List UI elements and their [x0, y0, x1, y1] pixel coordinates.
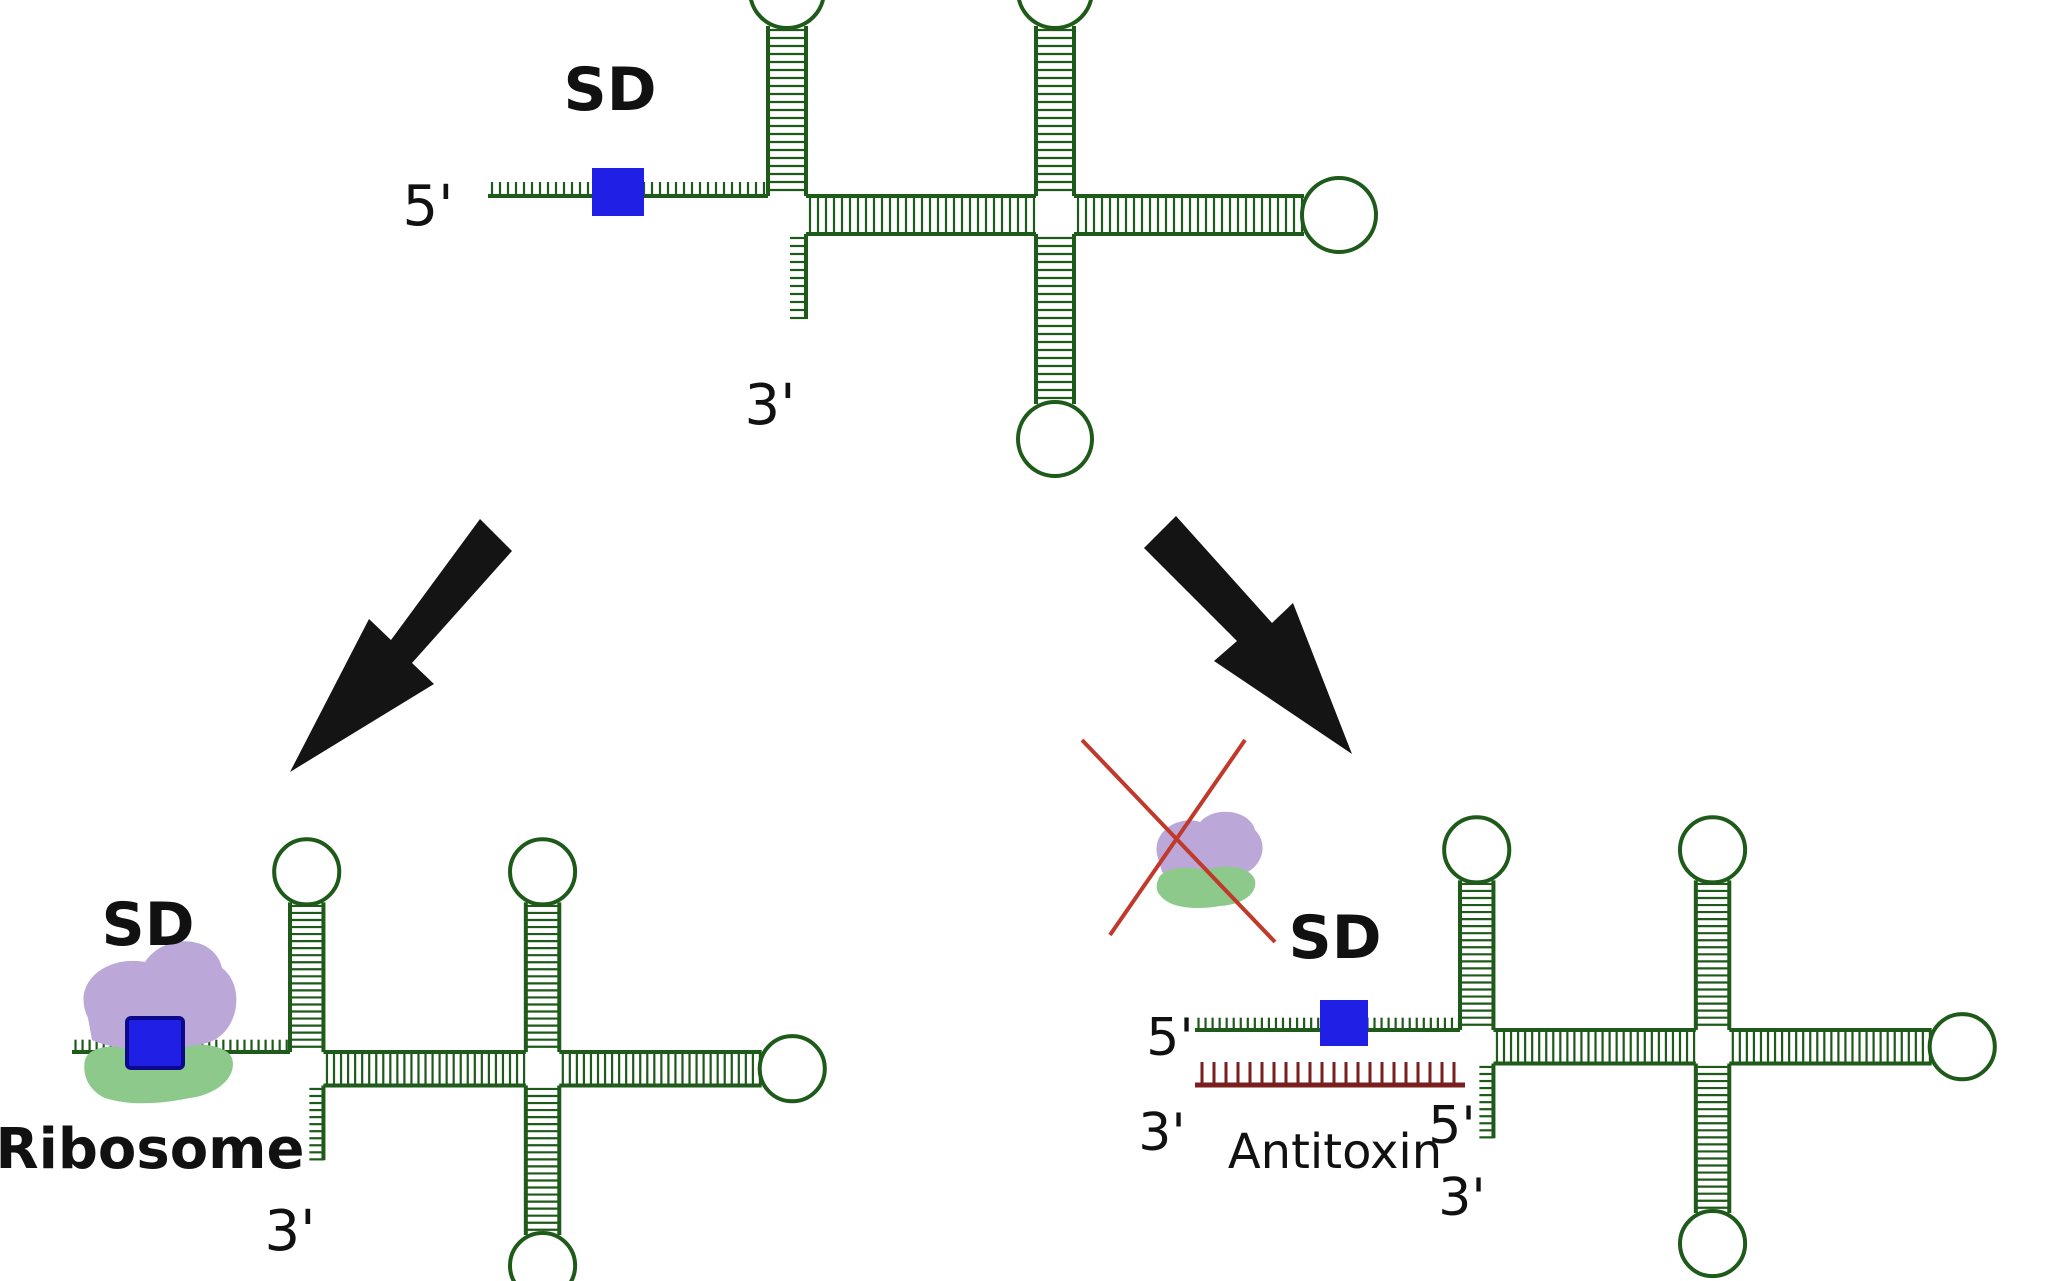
hairpin-loop	[1927, 1012, 1997, 1082]
hairpin-loop	[508, 837, 578, 907]
arrow-down-left	[290, 519, 512, 772]
hairpin-loop	[1442, 815, 1512, 885]
rna-structure-top	[488, 0, 1378, 478]
hairpin-loop	[272, 837, 342, 907]
hairpin-loop	[508, 1231, 578, 1281]
antitoxin-strand	[1195, 1062, 1465, 1088]
cross-line-1	[1080, 738, 1277, 944]
three-prime-label-antitoxin: 3'	[1138, 1103, 1185, 1163]
five-prime-label-bottom-right: 5'	[1146, 1008, 1193, 1068]
hairpin-loop	[1017, 0, 1093, 30]
rna-structure-bottom-right	[1195, 815, 1997, 1279]
ribosome-label: Ribosome	[0, 1117, 305, 1182]
hairpin-loop	[1678, 1209, 1748, 1279]
cross-line-2	[1108, 738, 1247, 937]
hairpin-loop	[757, 1034, 827, 1104]
sd-label-bottom-left: SD	[101, 890, 194, 960]
rna-structure-bottom-left	[72, 837, 827, 1281]
five-prime-label-antitoxin: 5'	[1428, 1096, 1475, 1156]
hairpin-loop	[1678, 815, 1748, 885]
hairpin-loop	[1016, 400, 1094, 478]
sd-label-top: SD	[563, 55, 656, 125]
three-prime-label-top: 3'	[744, 373, 795, 438]
ribosome-large-subunit	[83, 941, 237, 1050]
ribosome-small-subunit	[84, 1044, 233, 1104]
hairpin-loop	[749, 0, 825, 30]
sd-label-bottom-right: SD	[1288, 903, 1381, 973]
three-prime-label-bottom-left: 3'	[264, 1199, 315, 1264]
hairpin-loop	[1300, 176, 1378, 254]
antitoxin-label: Antitoxin	[1228, 1124, 1442, 1180]
sd-box-bottom-left	[125, 1016, 185, 1070]
sd-box-bottom-right	[1320, 1000, 1368, 1046]
arrow-down-right	[1144, 516, 1352, 754]
ribosome-small-subunit-blocked	[1156, 866, 1256, 908]
three-prime-label-bottom-right: 3'	[1438, 1168, 1485, 1228]
sd-box-top	[592, 168, 644, 216]
five-prime-label-top: 5'	[402, 174, 453, 239]
